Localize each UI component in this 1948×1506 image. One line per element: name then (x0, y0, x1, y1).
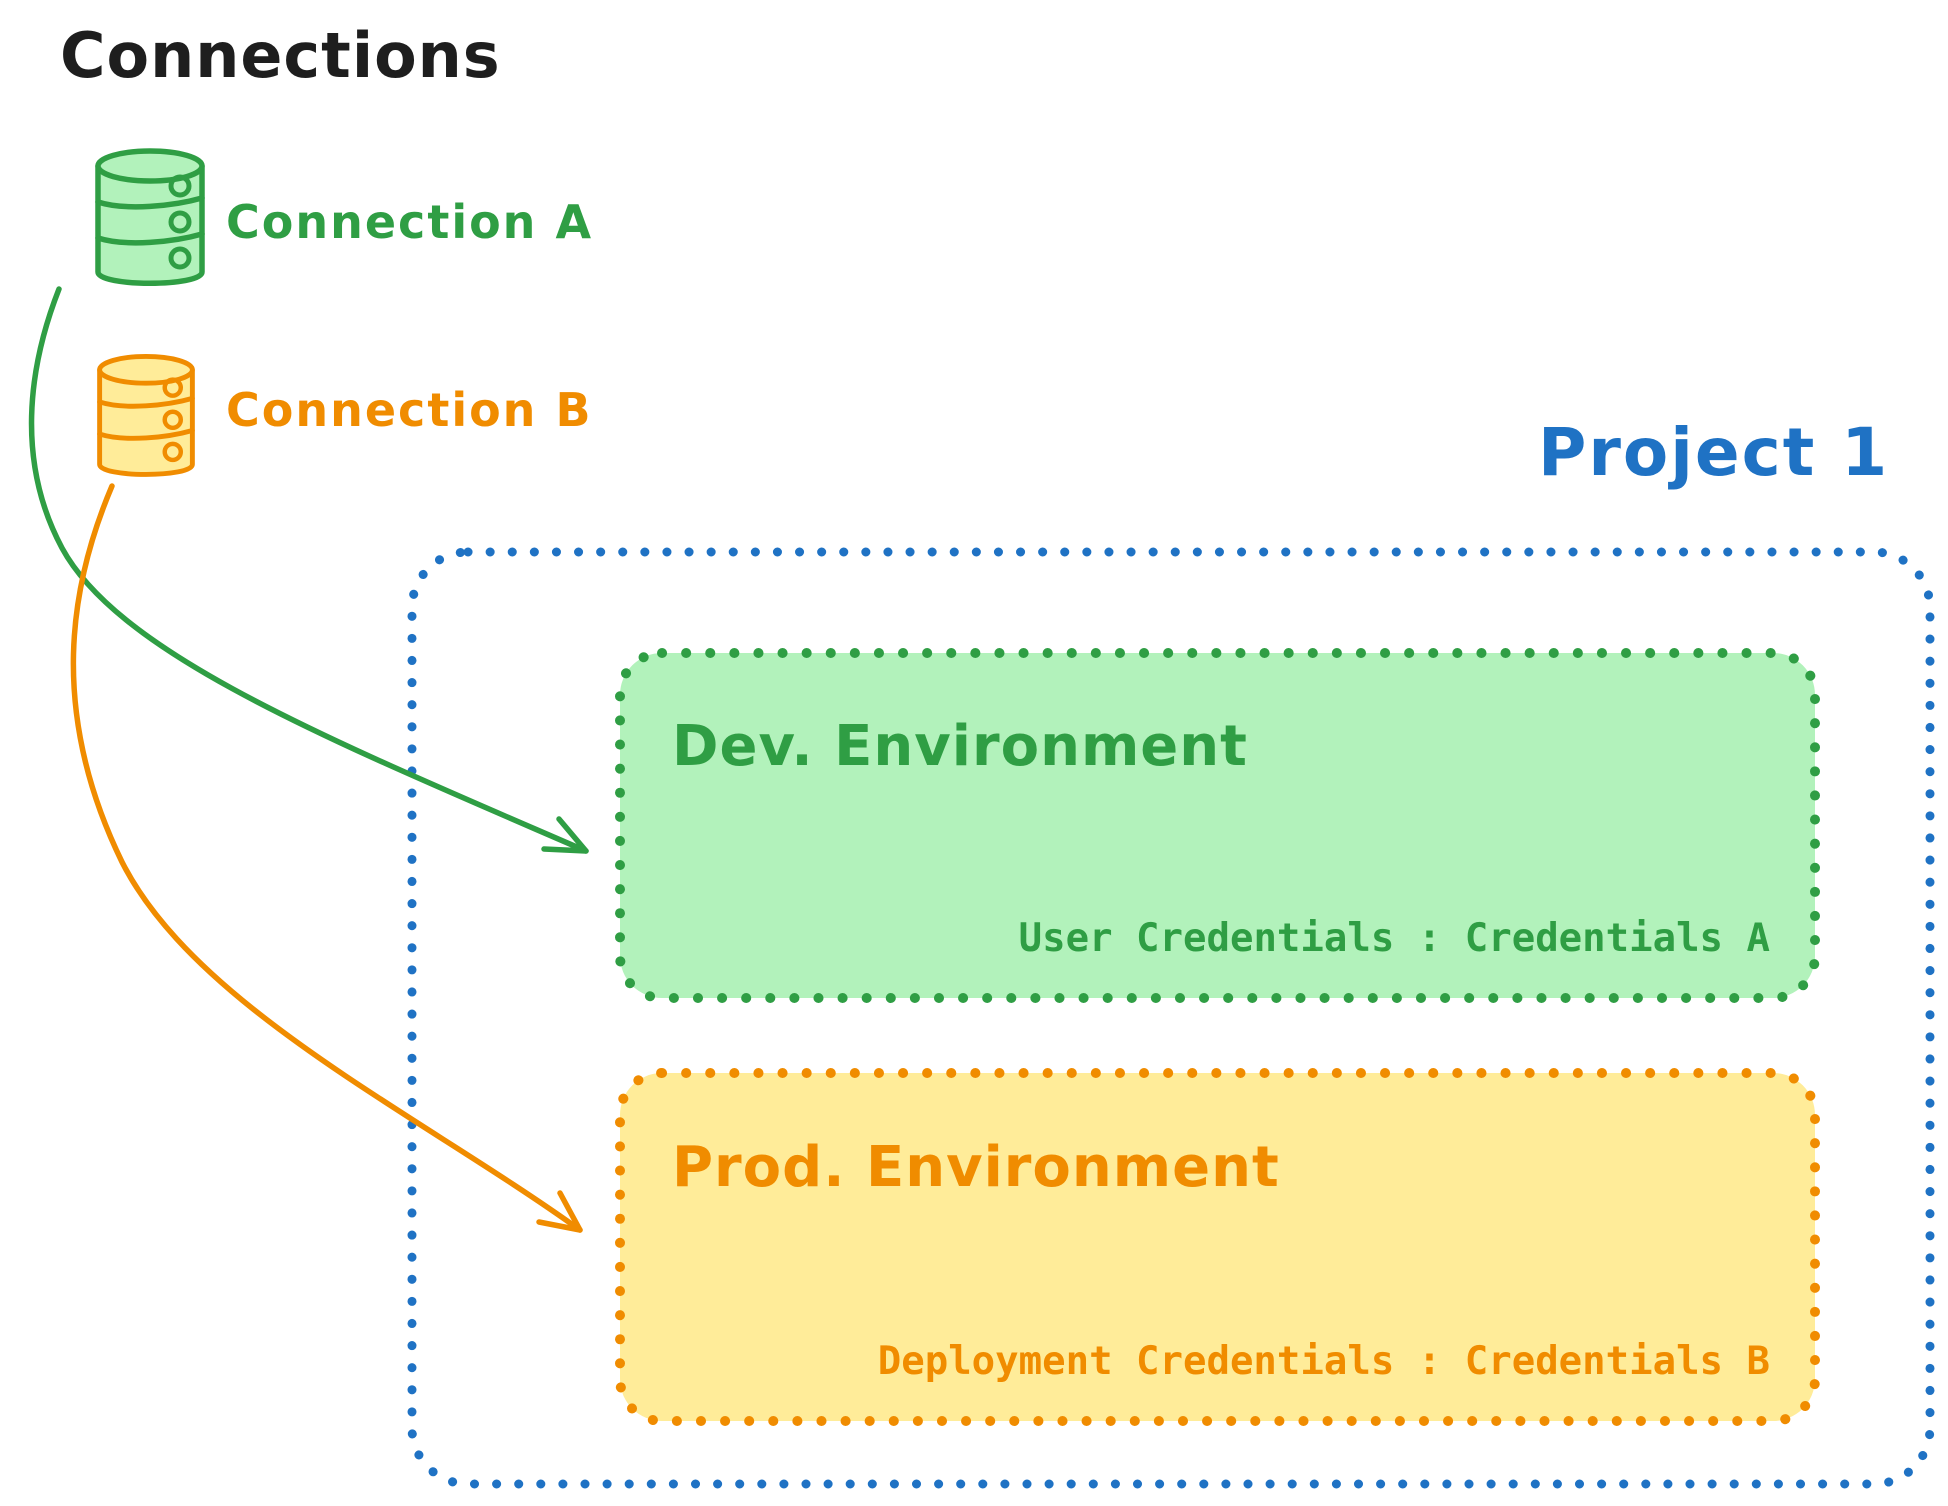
database-icon (95, 148, 205, 286)
connection-b-label: Connection B (226, 383, 593, 437)
connection-a-label: Connection A (226, 195, 594, 249)
arrowhead-a-icon (541, 816, 589, 854)
arrow-connection-b-to-prod (70, 483, 583, 1233)
project-title: Project 1 (1538, 414, 1890, 491)
prod-environment-credentials: Deployment Credentials : Credentials B (877, 1339, 1770, 1384)
dev-environment-title: Dev. Environment (672, 714, 1248, 779)
dev-environment-credentials: User Credentials : Credentials A (1018, 916, 1770, 961)
project-box-border (407, 547, 1935, 1489)
prod-environment-box (615, 1068, 1820, 1426)
arrowhead-b-icon (536, 1190, 583, 1233)
dev-environment-box (615, 648, 1820, 1003)
database-icon (97, 354, 195, 477)
arrow-connection-a-to-dev (28, 286, 589, 854)
prod-environment-title: Prod. Environment (672, 1135, 1280, 1200)
page-title: Connections (60, 19, 501, 92)
